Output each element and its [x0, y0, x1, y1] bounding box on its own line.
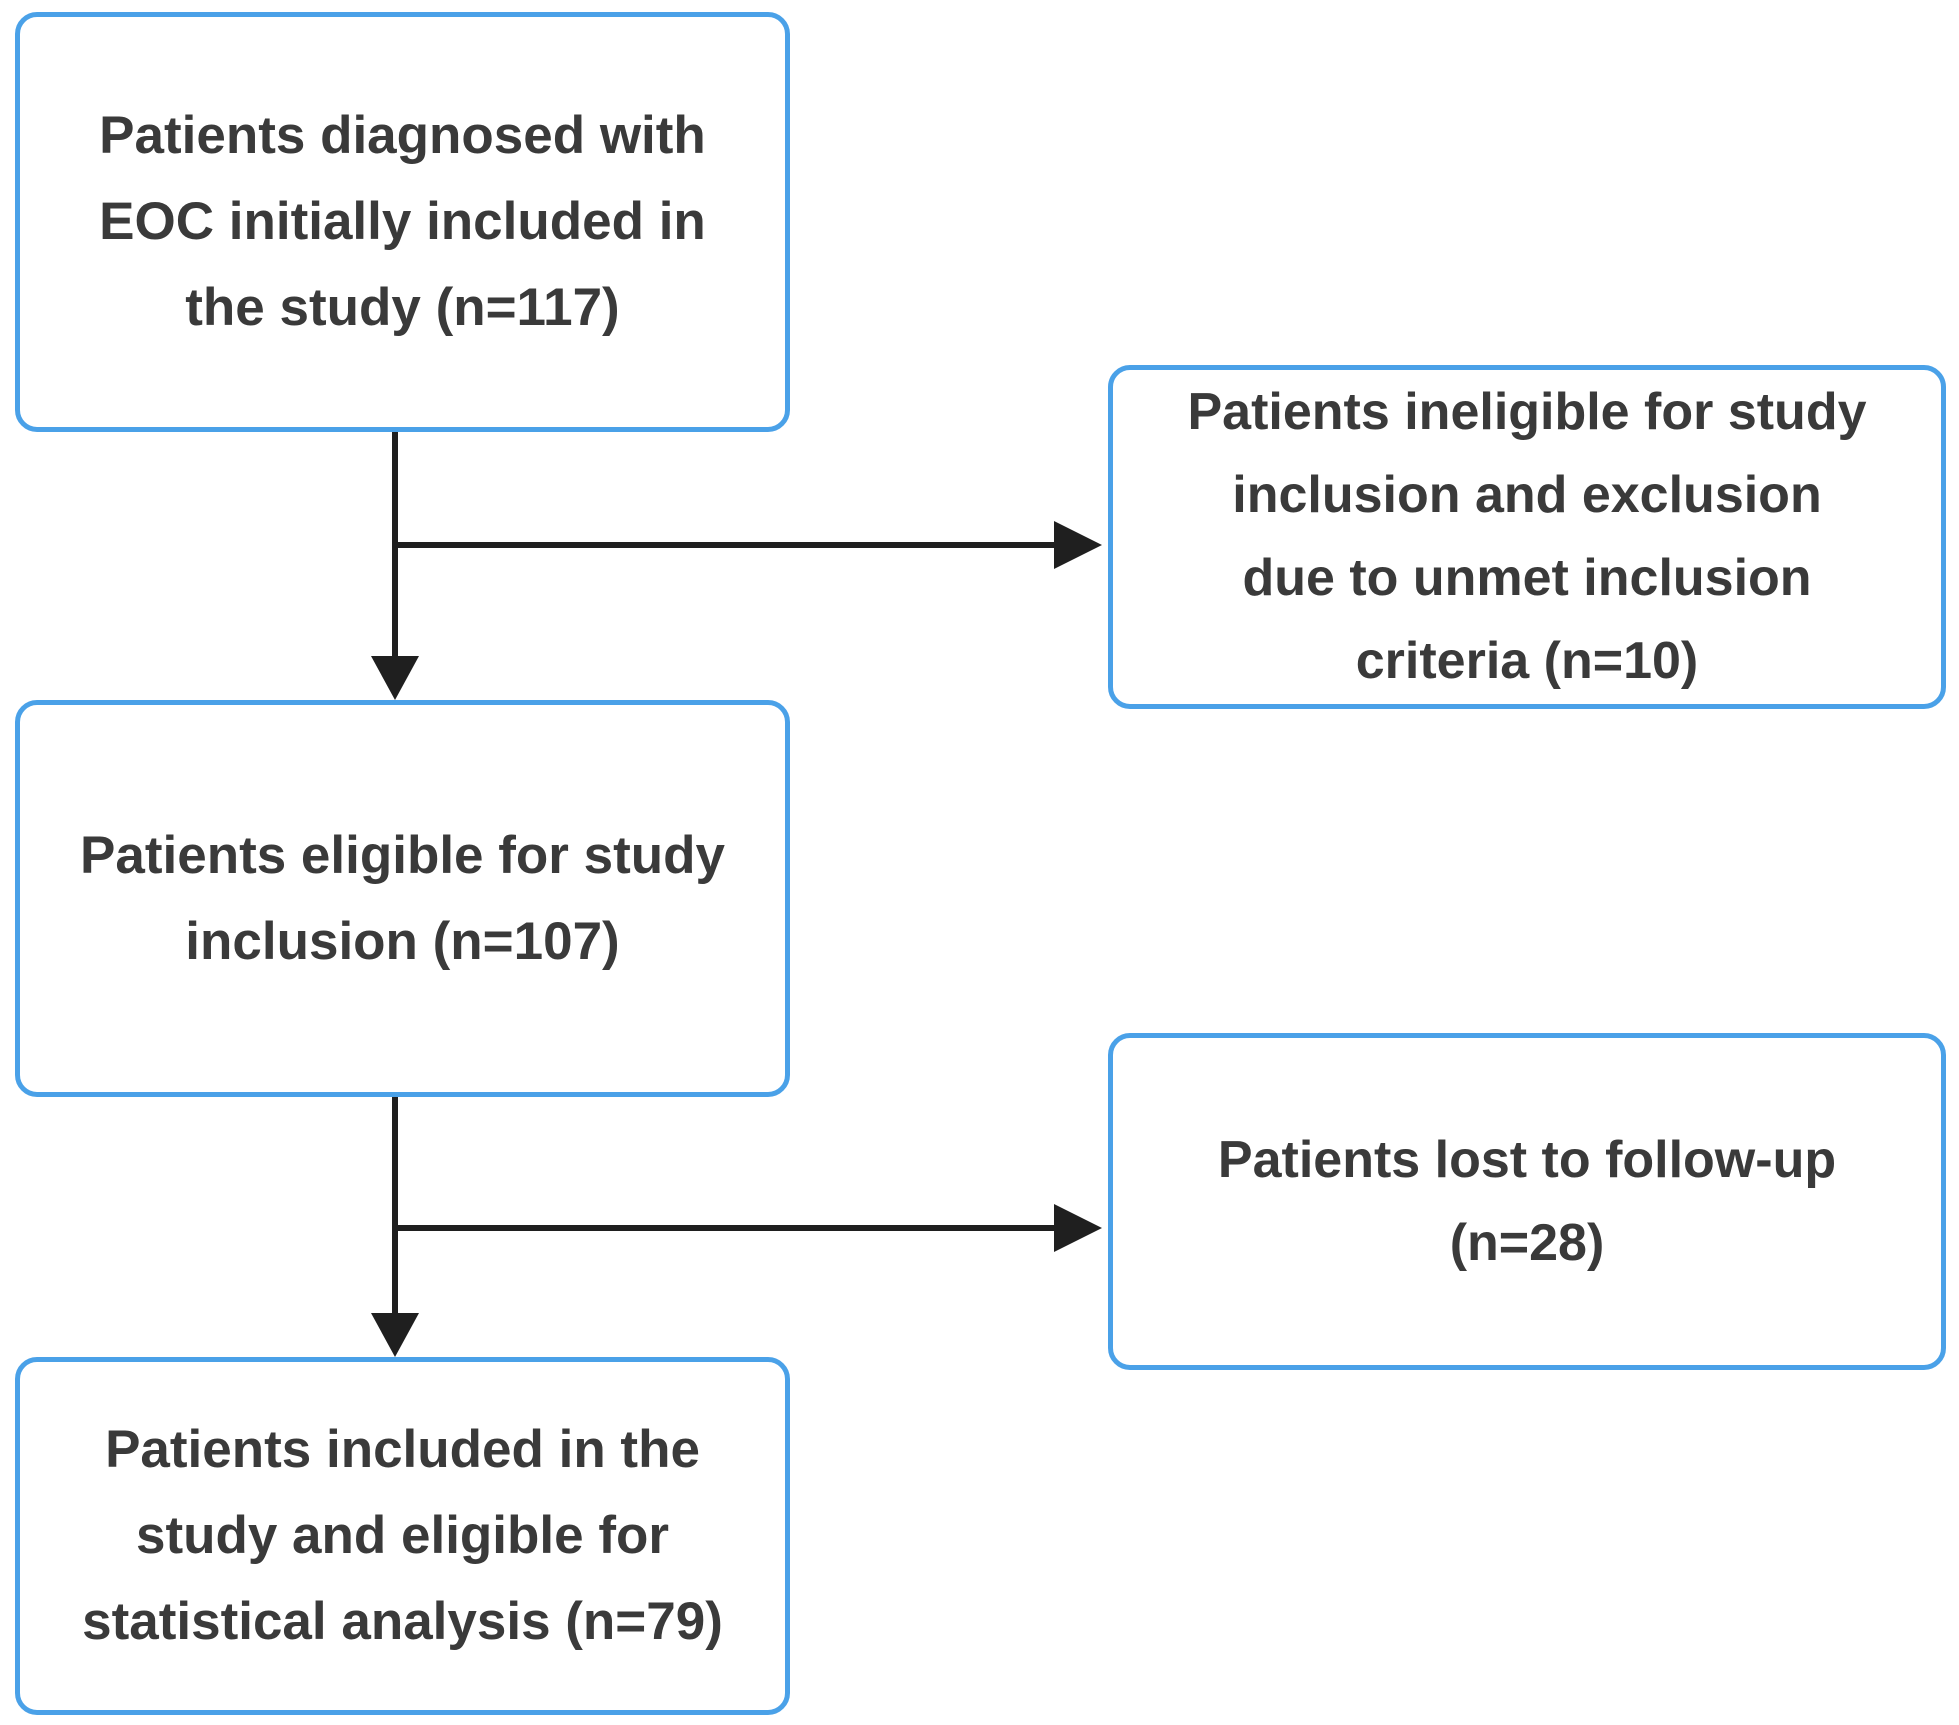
arrow-branch-to-lost-follow-up	[392, 1204, 1102, 1252]
flow-node-lost-follow-up: Patients lost to follow-up (n=28)	[1108, 1033, 1946, 1370]
flow-node-label: Patients diagnosed with EOC initially in…	[99, 106, 706, 337]
flow-node-label: Patients included in the study and eligi…	[82, 1420, 723, 1651]
arrow-down-icon	[371, 656, 419, 700]
arrow-right-icon	[1054, 521, 1102, 569]
flow-node-label: Patients ineligible for study inclusion …	[1187, 383, 1867, 690]
flow-node-label: Patients lost to follow-up (n=28)	[1217, 1130, 1837, 1272]
arrow-branch-to-ineligible	[392, 521, 1102, 569]
flow-node-statistical-analysis: Patients included in the study and eligi…	[15, 1357, 790, 1715]
flow-node-ineligible-patients: Patients ineligible for study inclusion …	[1108, 365, 1946, 709]
arrow-right-icon	[1054, 1204, 1102, 1252]
arrow-eligible-to-analysis	[371, 1097, 419, 1357]
flow-node-eligible-patients: Patients eligible for study inclusion (n…	[15, 700, 790, 1097]
arrow-initial-to-eligible	[371, 432, 419, 700]
arrow-down-icon	[371, 1313, 419, 1357]
flow-node-initial-patients: Patients diagnosed with EOC initially in…	[15, 12, 790, 432]
flow-node-label: Patients eligible for study inclusion (n…	[80, 825, 725, 971]
